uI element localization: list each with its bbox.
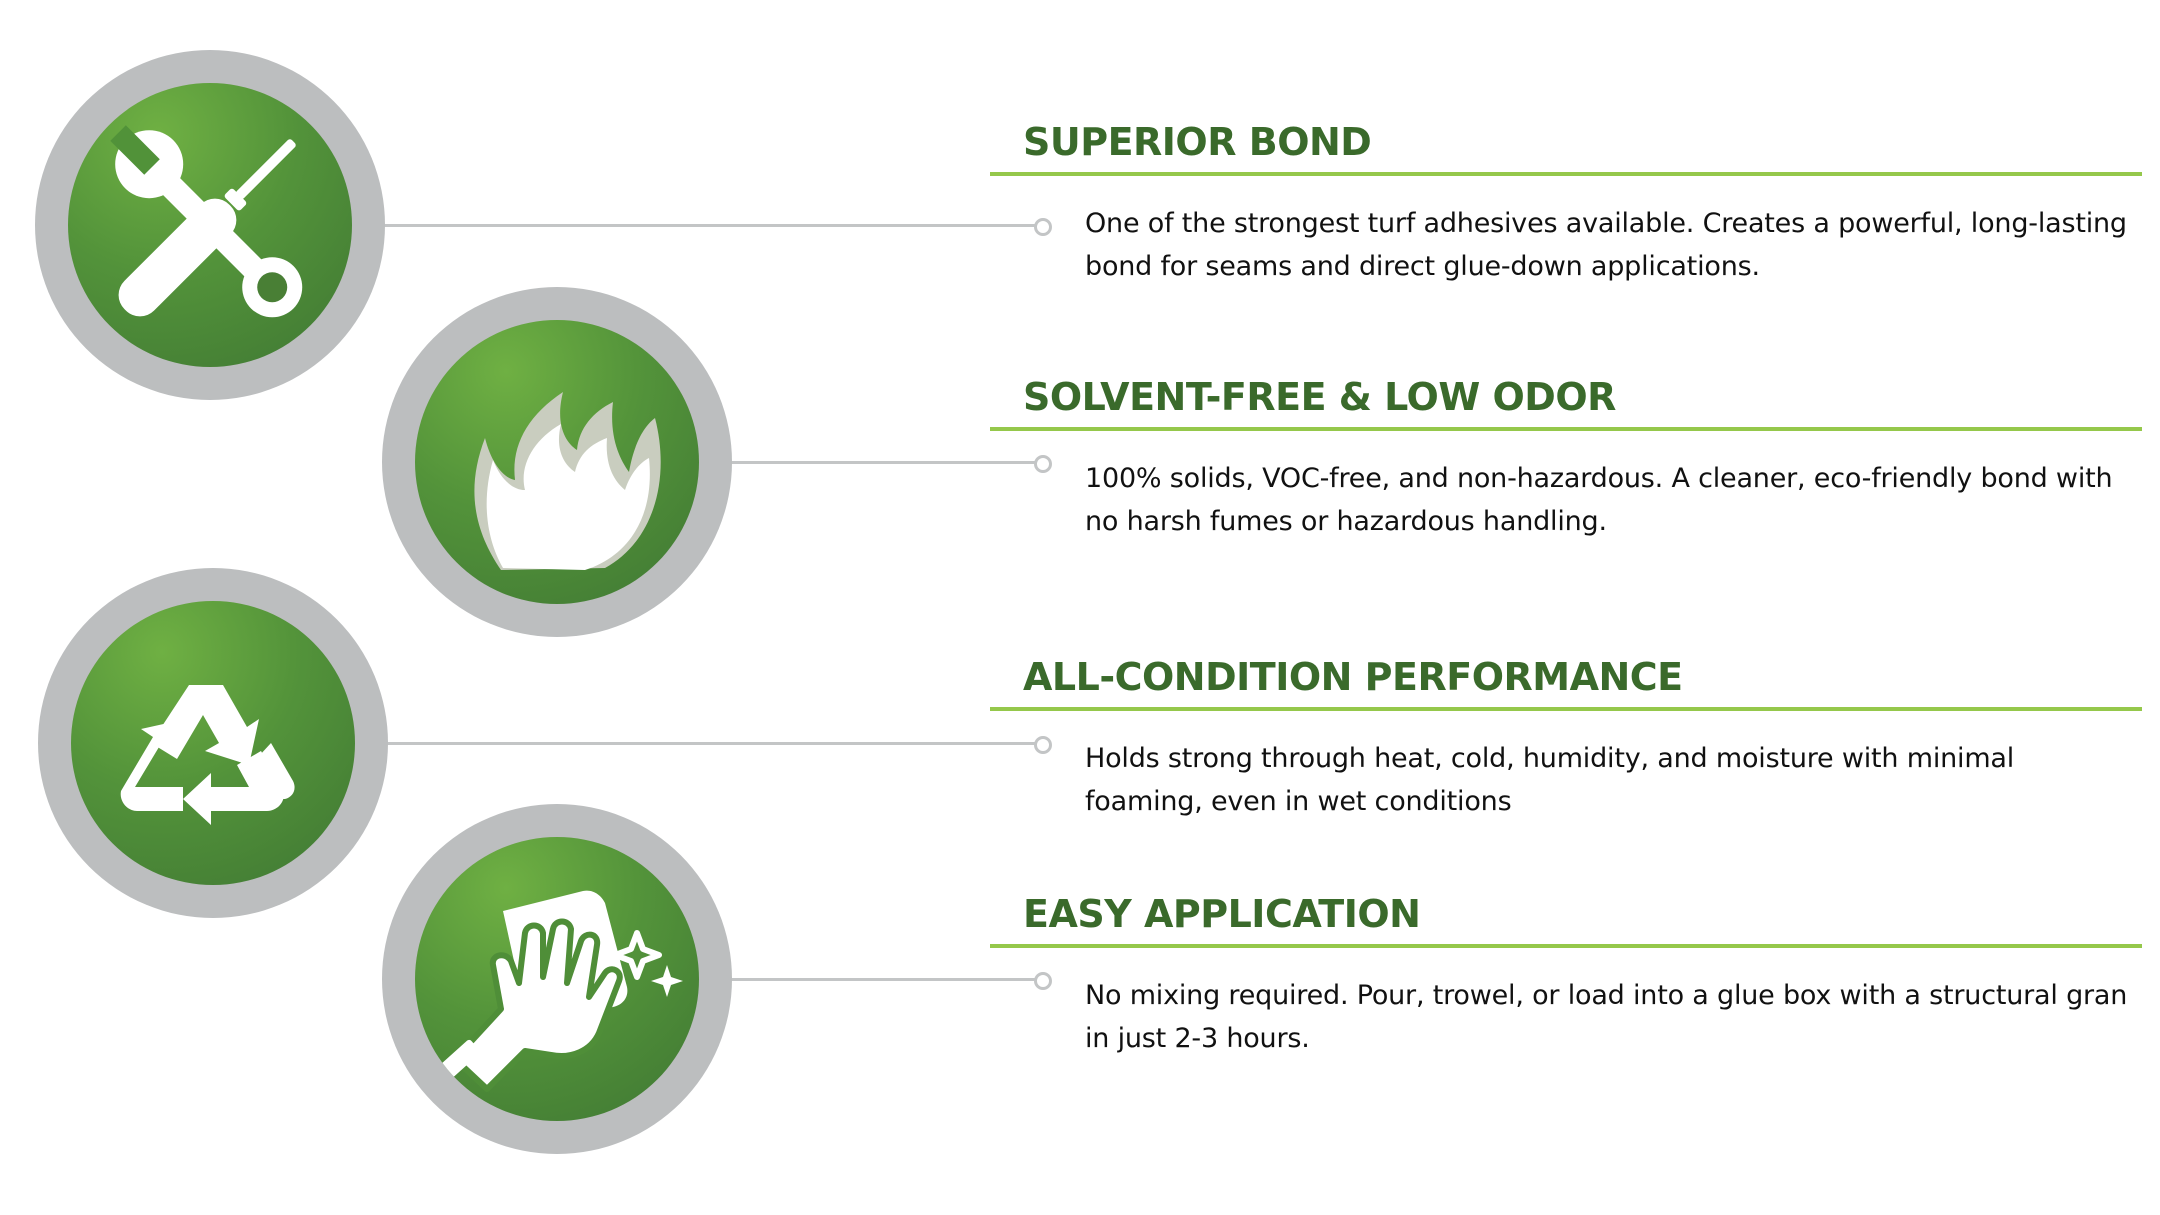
- badge-green-disc: [71, 601, 355, 885]
- connector-line-4: [700, 978, 1040, 981]
- feature-title: ALL-CONDITION PERFORMANCE: [1023, 655, 1683, 699]
- feature-description: Holds strong through heat, cold, humidit…: [1085, 743, 2015, 817]
- badge-green-disc: [68, 83, 352, 367]
- flame-icon: [474, 392, 661, 570]
- connector-dot-2: [1034, 455, 1052, 473]
- connector-dot-1: [1034, 218, 1052, 236]
- feature-title: SUPERIOR BOND: [1023, 120, 1372, 164]
- feature-title: EASY APPLICATION: [1023, 892, 1421, 936]
- feature-divider: [990, 172, 2142, 176]
- connector-line-3: [350, 742, 1040, 745]
- tools-icon: [110, 125, 303, 318]
- badge-green-disc: [415, 320, 699, 604]
- connector-line-1: [350, 224, 1040, 227]
- feature-divider: [990, 944, 2142, 948]
- feature-description: 100% solids, VOC-free, and non-hazardous…: [1085, 463, 2113, 537]
- recycle-icon: [120, 685, 295, 825]
- feature-badge-3: [38, 568, 388, 918]
- connector-line-2: [700, 461, 1040, 464]
- feature-badge-1: [35, 50, 385, 400]
- feature-badge-4: [382, 804, 732, 1154]
- feature-divider: [990, 427, 2142, 431]
- feature-divider: [990, 707, 2142, 711]
- badge-green-disc: [415, 837, 699, 1121]
- hand-wiping-icon: [437, 890, 683, 1092]
- feature-title: SOLVENT-FREE & LOW ODOR: [1023, 375, 1616, 419]
- feature-description: No mixing required. Pour, trowel, or loa…: [1085, 980, 2128, 1054]
- feature-description: One of the strongest turf adhesives avai…: [1085, 208, 2127, 282]
- connector-dot-3: [1034, 736, 1052, 754]
- feature-badge-2: [382, 287, 732, 637]
- connector-dot-4: [1034, 972, 1052, 990]
